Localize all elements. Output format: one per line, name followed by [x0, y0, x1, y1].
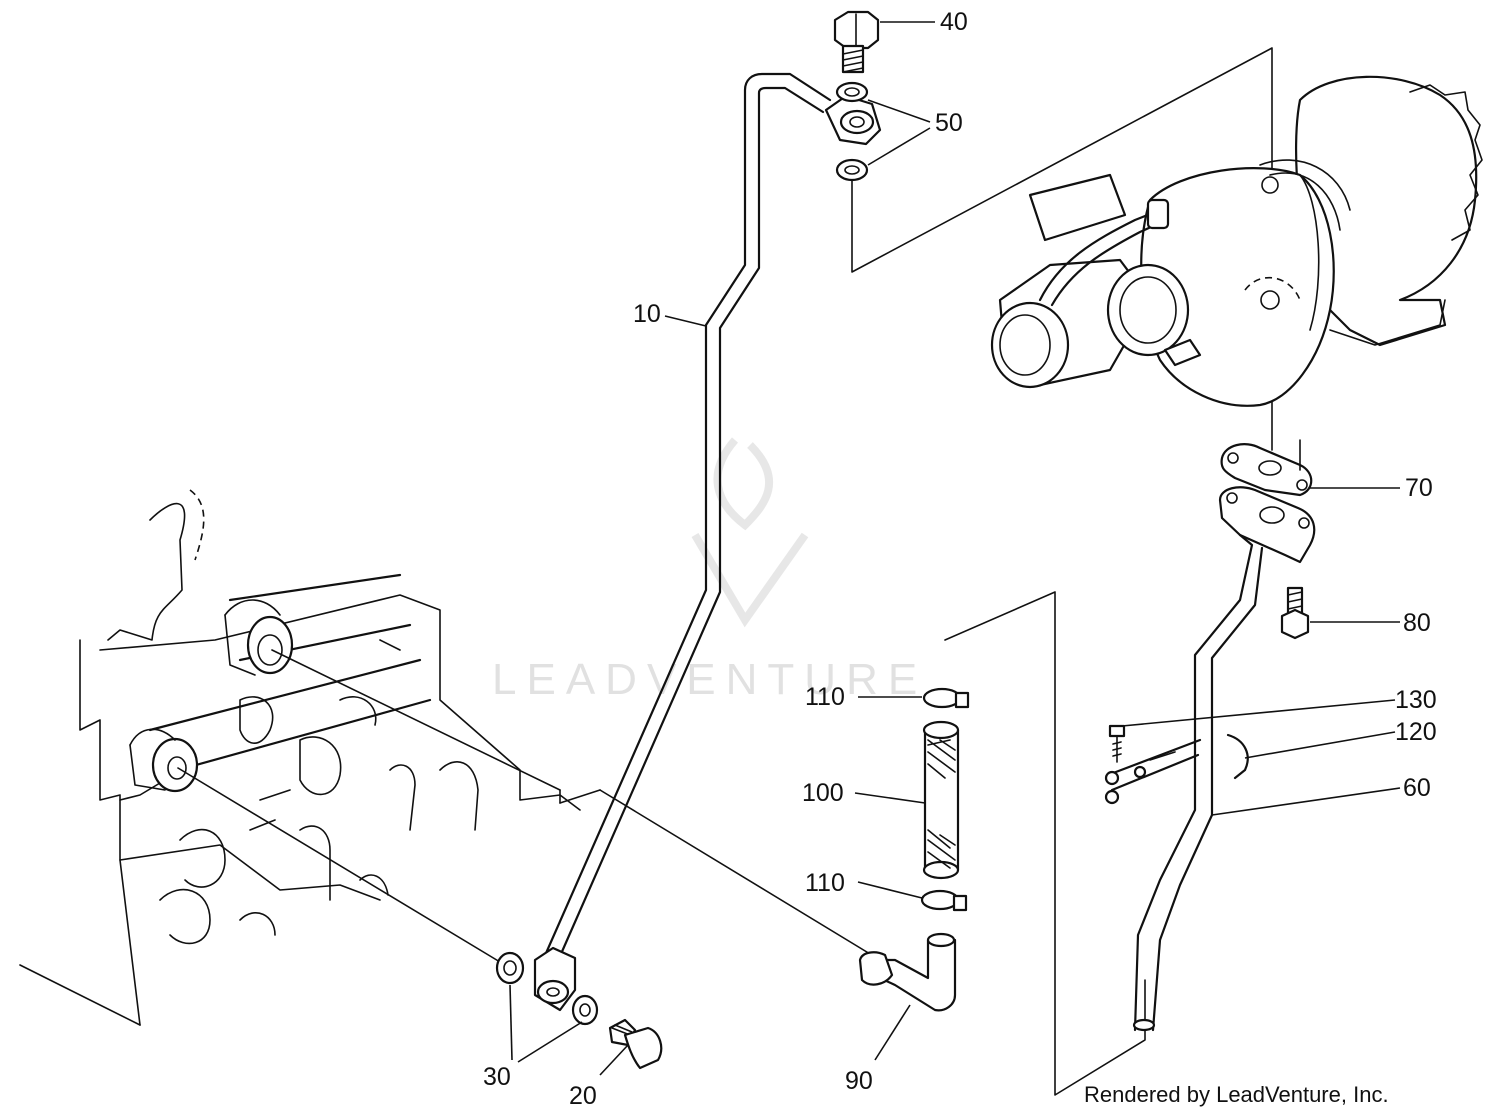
hose-clamp-lower [920, 889, 968, 912]
callout-110-lower: 110 [805, 869, 845, 897]
gasket [1220, 443, 1313, 497]
callout-70: 70 [1405, 474, 1433, 502]
callout-10: 10 [633, 300, 661, 328]
oil-return-elbow [858, 932, 957, 1012]
centerline-lower-port [177, 767, 506, 966]
callout-40: 40 [940, 8, 968, 36]
callout-30: 30 [483, 1063, 511, 1091]
sealing-washer-lower [835, 158, 869, 182]
callout-80: 80 [1403, 609, 1431, 637]
watermark-v-mark [691, 532, 809, 628]
oil-return-pipe [1132, 486, 1316, 1032]
callout-100: 100 [802, 779, 844, 807]
oil-supply-pipe [533, 72, 882, 1012]
watermark-text: LEADVENTURE [492, 655, 927, 704]
callout-20: 20 [569, 1082, 597, 1110]
engine-oil-boss-lower [151, 737, 199, 793]
banjo-bolt-lower [608, 1018, 663, 1070]
banjo-bolt-upper [833, 10, 880, 74]
render-credit: Rendered by LeadVenture, Inc. [1084, 1082, 1389, 1107]
callout-90: 90 [845, 1067, 873, 1095]
centerline-upper-port-a [271, 649, 561, 791]
flange-bolt [1280, 586, 1310, 640]
callout-120: 120 [1395, 718, 1437, 746]
oil-return-hose [922, 720, 960, 880]
callout-110-upper: 110 [805, 683, 845, 711]
leadventure-watermark: LEADVENTURE [492, 437, 927, 704]
centerline-upper-port-b [599, 789, 881, 961]
callout-130: 130 [1395, 686, 1437, 714]
clamp-bolt [1108, 724, 1126, 763]
callout-60: 60 [1403, 774, 1431, 802]
projection-frame-return [944, 591, 1146, 1096]
pipe-clamp-bracket [1104, 733, 1249, 805]
watermark-flame-mark [713, 437, 774, 531]
sealing-washer-upper [835, 81, 869, 103]
sealing-washer-30-a [495, 951, 525, 985]
callout-leaders [509, 21, 1401, 1076]
sealing-washer-30-b [571, 994, 599, 1026]
callout-50: 50 [935, 109, 963, 137]
engine-block [19, 489, 581, 1026]
hose-clamp-upper [922, 687, 970, 709]
turbocharger [990, 75, 1483, 407]
engine-oil-boss-upper [246, 615, 294, 675]
